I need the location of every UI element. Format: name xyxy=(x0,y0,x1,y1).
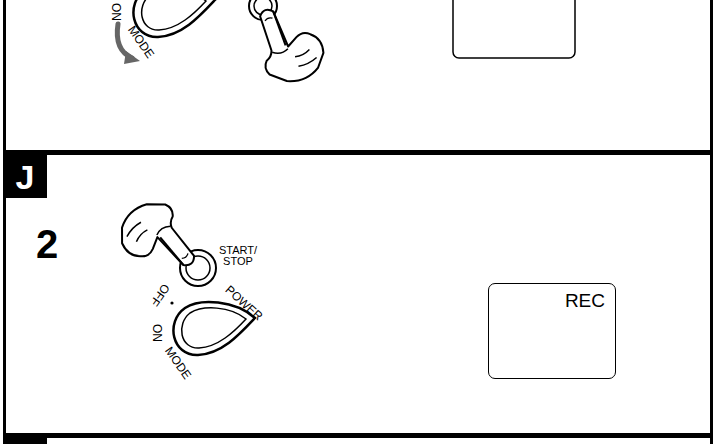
switch-position: ON xyxy=(110,3,122,21)
button-name: START/ STOP xyxy=(216,245,260,267)
section-letter: J xyxy=(3,155,47,198)
switch-position: ON xyxy=(151,324,163,342)
switch-position: OFF xyxy=(148,282,172,309)
section-letter-text: J xyxy=(16,160,35,194)
display-screen: REC xyxy=(488,283,616,379)
step-number: 2 xyxy=(36,224,58,264)
display-indicator: REC xyxy=(565,291,605,310)
